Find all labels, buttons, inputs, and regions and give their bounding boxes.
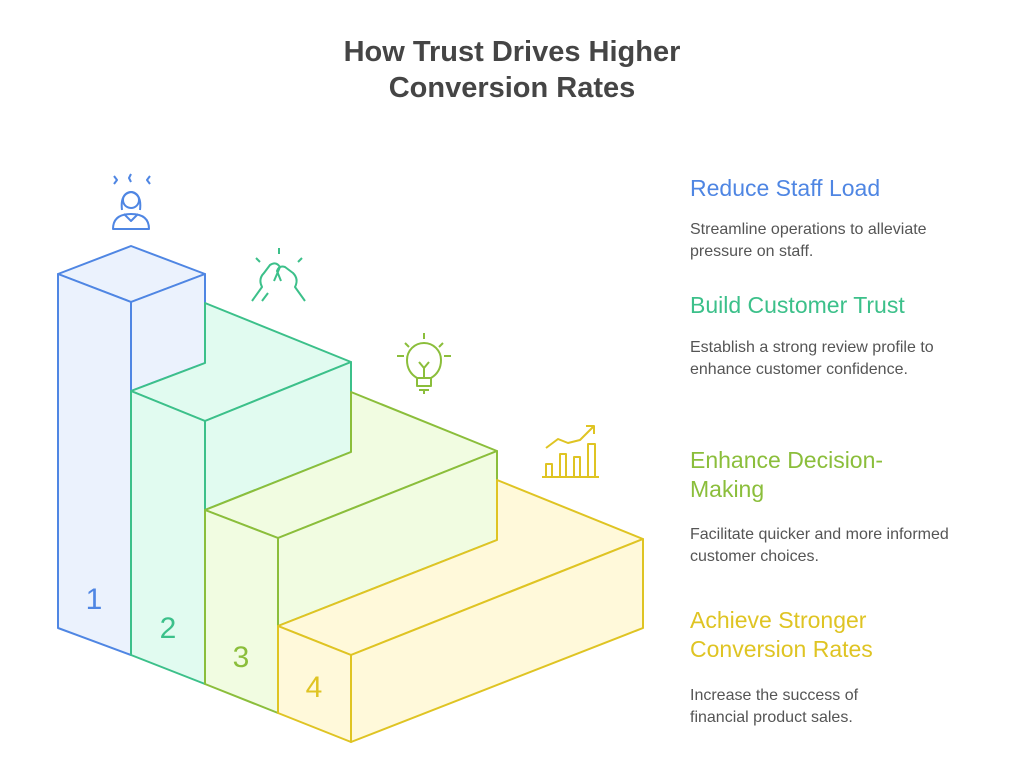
step-4-heading-line-1: Achieve Stronger (690, 607, 867, 633)
step-3-block (204, 391, 498, 714)
growth-chart-icon (542, 425, 599, 478)
step-4-heading: Achieve Stronger Conversion Rates (690, 606, 873, 664)
step-2-number: 2 (160, 612, 177, 645)
step-4-number: 4 (306, 671, 323, 704)
step-2-description: Establish a strong review profile to enh… (690, 339, 934, 378)
step-4-block (277, 479, 644, 743)
diagram-title: How Trust Drives Higher Conversion Rates (0, 34, 1024, 106)
step-4-description: Increase the success of financial produc… (690, 687, 859, 726)
lightbulb-icon (397, 333, 451, 394)
step-3-heading-line-2: Making (690, 476, 765, 502)
title-line-1: How Trust Drives Higher (343, 36, 681, 68)
step-3-number: 3 (233, 641, 250, 674)
title-line-2: Conversion Rates (388, 72, 636, 104)
step-3-heading: Enhance Decision- Making (690, 446, 883, 504)
step-1-description: Streamline operations to alleviate press… (690, 221, 927, 260)
step-1-heading: Reduce Staff Load (690, 175, 881, 201)
handshake-icon (251, 248, 306, 302)
step-2-block (130, 302, 352, 685)
step-3-description: Facilitate quicker and more informed cus… (690, 526, 949, 565)
step-4-heading-line-2: Conversion Rates (690, 636, 873, 662)
step-1-number: 1 (86, 583, 103, 616)
stressed-person-icon (112, 173, 151, 230)
step-2-heading: Build Customer Trust (690, 292, 905, 318)
step-3-heading-line-1: Enhance Decision- (690, 447, 884, 473)
